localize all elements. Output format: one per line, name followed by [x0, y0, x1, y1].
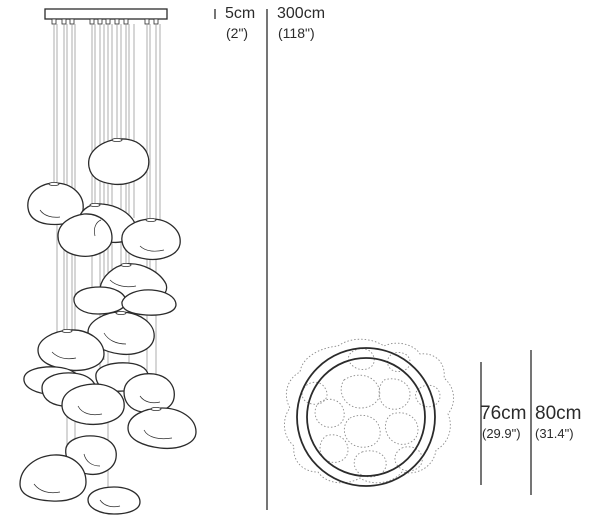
- pendant-shade: [121, 218, 181, 261]
- pendant-shade: [61, 383, 125, 426]
- ring-diameter-imperial: (29.9"): [482, 426, 521, 441]
- pendant-shade: [88, 138, 150, 186]
- pendant-caps: [48, 137, 162, 411]
- pendant-texture: [33, 209, 173, 508]
- plan-view-cluster-outline: [284, 338, 454, 484]
- pendant-shade: [121, 289, 177, 316]
- pendant-shade: [37, 329, 105, 372]
- pendant-shade: [19, 454, 87, 502]
- overall-diameter-metric: 80cm: [535, 403, 582, 424]
- pendant-shade: [87, 311, 155, 356]
- drop-length-imperial: (118"): [278, 25, 315, 41]
- glass-pendants: [19, 138, 197, 515]
- pendant-shade: [127, 407, 197, 450]
- drop-length-metric: 300cm: [277, 5, 326, 22]
- pendant-shade: [123, 373, 175, 414]
- canopy: [44, 8, 168, 20]
- pendant-shade: [87, 486, 141, 515]
- pendant-shade: [73, 286, 127, 315]
- plan-view-ring: [296, 347, 436, 487]
- canopy-height-imperial: (2"): [226, 25, 249, 41]
- dimension-lines: [214, 9, 532, 510]
- cable-grips: [51, 18, 159, 25]
- overall-diameter-imperial: (31.4"): [535, 426, 574, 441]
- pendant-shade: [57, 213, 113, 257]
- ring-diameter-metric: 76cm: [480, 403, 527, 424]
- canopy-height-metric: 5cm: [225, 5, 256, 22]
